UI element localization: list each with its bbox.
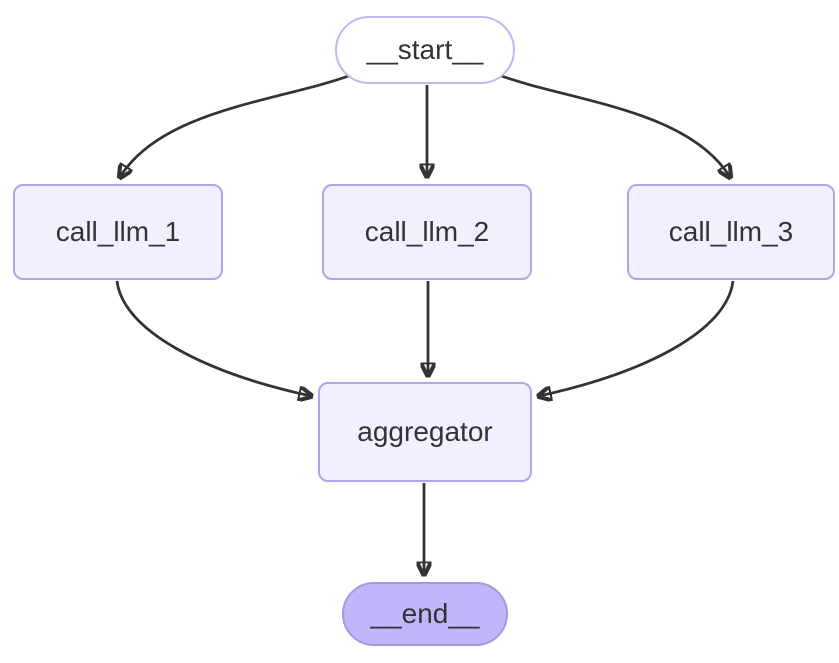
edge-start-to-call-llm-1	[120, 72, 355, 177]
node-end: __end__	[342, 582, 508, 646]
node-call-llm-1-label: call_llm_1	[55, 216, 181, 247]
edge-call-llm-3-to-aggregator	[539, 280, 735, 396]
edge-call-llm-1-to-aggregator	[115, 280, 311, 396]
node-call-llm-1: call_llm_1	[13, 184, 223, 280]
node-start-label: __start__	[366, 34, 484, 65]
node-start: __start__	[335, 16, 515, 84]
node-aggregator-label: aggregator	[357, 416, 493, 447]
node-end-label: __end__	[370, 598, 480, 629]
node-call-llm-2: call_llm_2	[322, 184, 532, 280]
node-aggregator: aggregator	[318, 382, 532, 482]
edge-start-to-call-llm-3	[495, 72, 730, 177]
node-call-llm-2-label: call_llm_2	[364, 216, 490, 247]
node-call-llm-3: call_llm_3	[627, 184, 835, 280]
node-call-llm-3-label: call_llm_3	[668, 216, 794, 247]
